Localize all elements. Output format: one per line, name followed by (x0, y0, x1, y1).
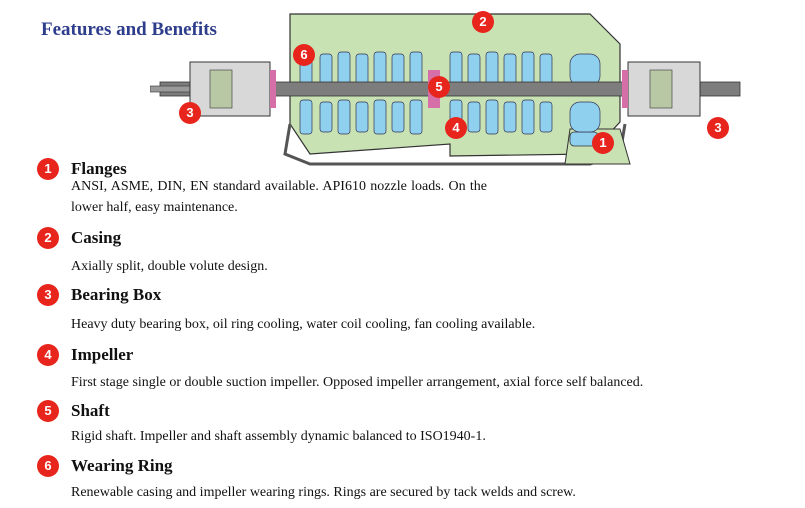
feature-description: Axially split, double volute design. (71, 259, 268, 274)
page-title: Features and Benefits (41, 19, 217, 40)
callout-3-left: 3 (179, 102, 201, 124)
callout-2: 2 (472, 11, 494, 33)
callout-5: 5 (428, 76, 450, 98)
feature-name: Casing (71, 228, 122, 247)
feature-description: Renewable casing and impeller wearing ri… (71, 485, 576, 500)
feature-number: 2 (37, 227, 59, 249)
feature-number: 4 (37, 344, 59, 366)
callout-6: 6 (293, 44, 315, 66)
feature-description: Rigid shaft. Impeller and shaft assembly… (71, 429, 486, 444)
feature-description: Heavy duty bearing box, oil ring cooling… (71, 317, 536, 332)
feature-name: Bearing Box (71, 285, 162, 304)
callout-3-right: 3 (707, 117, 729, 139)
feature-description: First stage single or double suction imp… (71, 375, 644, 390)
feature-number: 1 (37, 158, 59, 180)
seal-left (270, 70, 276, 108)
callout-4: 4 (445, 117, 467, 139)
feature-description: ANSI, ASME, DIN, EN standard available. … (71, 179, 487, 215)
pump-cross-section-diagram: 1 2 3 3 4 5 6 (149, 4, 750, 168)
feature-name: Wearing Ring (71, 456, 173, 475)
feature-number: 5 (37, 400, 59, 422)
feature-name: Impeller (71, 345, 134, 364)
shaft-end (149, 85, 191, 93)
callout-1: 1 (592, 132, 614, 154)
seal-right (622, 70, 628, 108)
pump-drawing (149, 13, 741, 166)
feature-name: Shaft (71, 401, 110, 420)
feature-number: 3 (37, 284, 59, 306)
feature-number: 6 (37, 455, 59, 477)
feature-name: Flanges (71, 159, 127, 178)
